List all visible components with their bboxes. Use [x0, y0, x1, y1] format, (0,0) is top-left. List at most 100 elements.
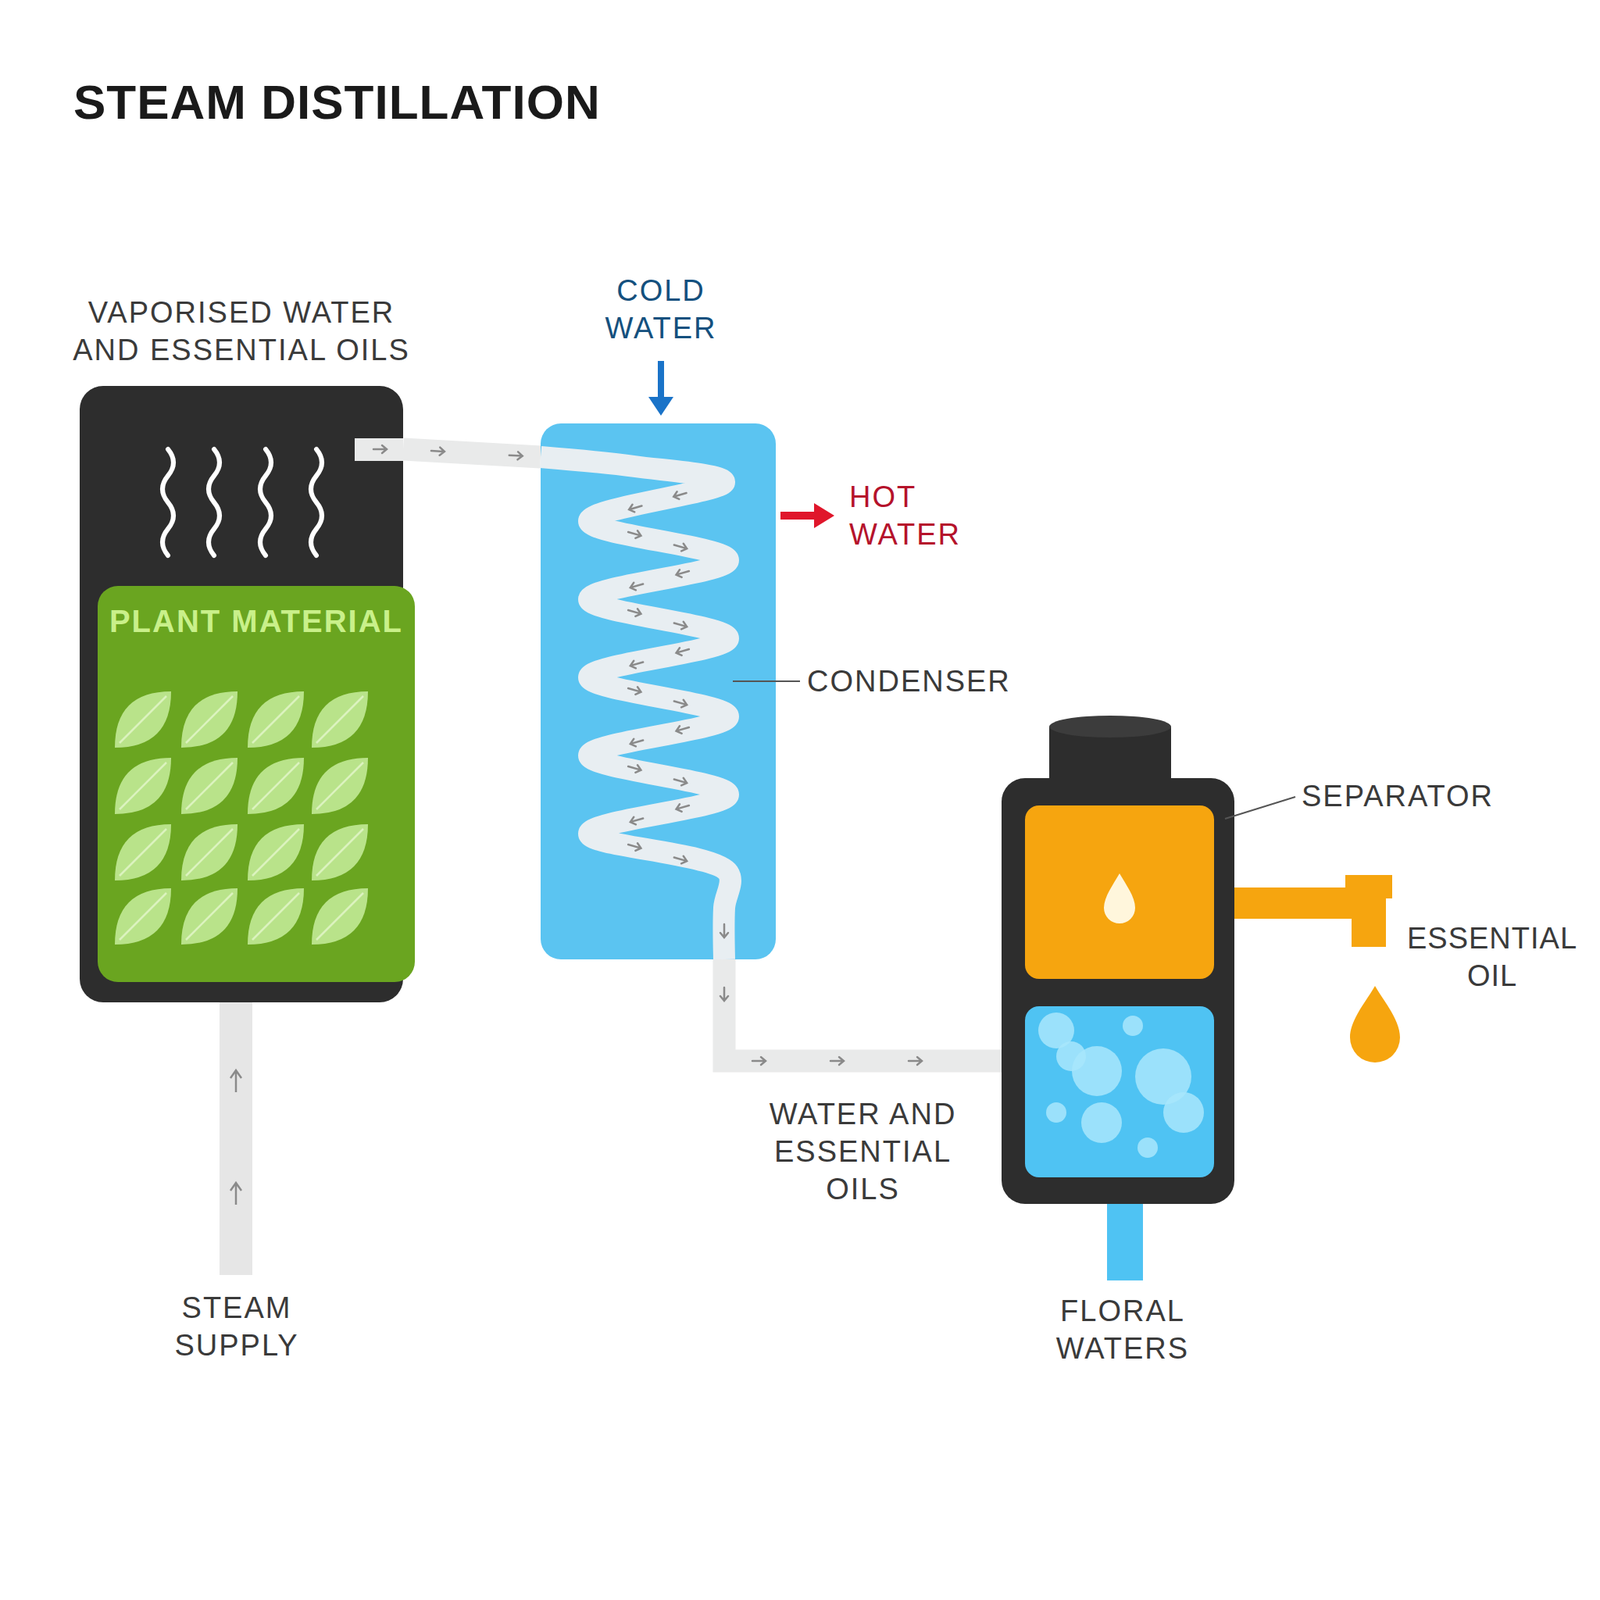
flow-arrow — [672, 619, 688, 631]
plant-material-box: PLANT MATERIAL — [97, 585, 415, 983]
separator: SEPARATOR — [1001, 778, 1235, 1204]
leaf-vein — [252, 762, 300, 810]
flow-arrow — [675, 567, 690, 579]
leaf — [247, 691, 304, 748]
leaf-blade — [181, 888, 238, 945]
pipe-connector — [403, 446, 541, 461]
hot-water-arrow — [780, 511, 818, 520]
oil-tap-spout — [1351, 896, 1386, 947]
leaf-blade — [247, 757, 304, 815]
flow-arrow — [627, 528, 643, 540]
leaf — [114, 757, 172, 815]
leaf-vein — [316, 892, 364, 940]
leaf-blade — [114, 824, 172, 881]
oil-layer — [1025, 805, 1215, 979]
flow-arrow — [627, 762, 643, 774]
leaf-vein — [185, 828, 233, 876]
leaf-vein — [316, 696, 364, 743]
leaf-vein — [185, 762, 233, 810]
separator-label: SEPARATOR — [1301, 777, 1494, 815]
leaf — [181, 757, 238, 815]
leaf-vein — [316, 762, 364, 810]
flow-arrow — [675, 801, 690, 813]
leaf-blade — [311, 824, 368, 881]
bubble — [1081, 1102, 1122, 1143]
flow-arrow — [508, 451, 523, 461]
leaf-vein — [119, 892, 167, 940]
leaf — [311, 691, 368, 748]
cold-water-arrowhead — [648, 396, 674, 416]
leaf-blade — [181, 757, 238, 815]
bubble — [1056, 1041, 1086, 1072]
leaf-blade — [311, 757, 368, 815]
node-illustration — [97, 585, 415, 983]
condenser: CONDENSER — [540, 423, 776, 960]
bubble — [1137, 1137, 1158, 1158]
flow-arrow — [752, 1057, 766, 1065]
steam-wave — [162, 449, 174, 556]
oil-tap-head — [1345, 875, 1393, 899]
separator-cap-top — [1049, 715, 1172, 738]
leaf-vein — [119, 762, 167, 810]
leaf-blade — [114, 888, 172, 945]
flow-arrow — [628, 502, 643, 514]
flow-arrow — [675, 723, 690, 735]
steam-wave — [260, 449, 272, 556]
flow-arrow — [431, 446, 446, 456]
pipe — [724, 959, 1002, 1061]
leaf — [181, 824, 238, 881]
essential-oil-label: ESSENTIAL OIL — [1394, 919, 1590, 995]
flow-arrow — [720, 924, 729, 938]
leaf — [247, 888, 304, 945]
leaf — [311, 757, 368, 815]
leaf — [247, 757, 304, 815]
leaf-vein — [252, 892, 300, 940]
leaf-blade — [114, 757, 172, 815]
flow-arrow — [230, 1182, 242, 1205]
floral-waters-label: FLORAL WATERS — [1032, 1292, 1213, 1368]
leaf-blade — [311, 888, 368, 945]
leaf-blade — [181, 824, 238, 881]
flow-arrow — [672, 775, 688, 787]
leaf-blade — [181, 691, 238, 748]
leaf-blade — [247, 824, 304, 881]
tank-heading: VAPORISED WATER AND ESSENTIAL OILS — [57, 293, 425, 369]
condenser-coil — [540, 457, 731, 960]
flow-arrow — [672, 489, 688, 500]
steam-wave — [208, 449, 220, 556]
flow-arrow — [627, 684, 643, 696]
bubble — [1163, 1092, 1204, 1133]
condenser-label: CONDENSER — [807, 662, 1011, 700]
leader-line — [732, 680, 800, 683]
steam-pipe — [219, 1002, 253, 1275]
leaf-vein — [252, 696, 300, 743]
leaf-vein — [119, 828, 167, 876]
leaf-vein — [185, 696, 233, 743]
leaf-blade — [247, 691, 304, 748]
hot-water-arrowhead — [814, 503, 835, 529]
node-illustration — [540, 423, 776, 960]
flow-arrow — [628, 736, 644, 748]
bubble — [1122, 1015, 1143, 1036]
water-layer — [1025, 1006, 1215, 1178]
oil-drop-icon — [1103, 873, 1136, 924]
hot-water-label: HOT WATER — [849, 478, 990, 554]
leaf-vein — [316, 828, 364, 876]
leaf-blade — [311, 691, 368, 748]
leaf — [114, 824, 172, 881]
flow-arrow — [675, 645, 690, 657]
plant-label: PLANT MATERIAL — [97, 585, 415, 640]
flow-arrow — [908, 1057, 922, 1065]
flow-arrow — [230, 1070, 242, 1093]
flow-arrow — [628, 658, 644, 670]
flow-arrow — [627, 606, 643, 618]
outlet-pipe — [354, 438, 404, 461]
leaf — [311, 888, 368, 945]
distillation-tank: PLANT MATERIALVAPORISED WATER AND ESSENT… — [79, 385, 404, 1003]
leader-line — [1225, 796, 1296, 819]
flow-arrow — [627, 840, 643, 852]
leaf-vein — [119, 696, 167, 743]
flow-arrow — [628, 580, 644, 592]
steam-supply-label: STEAM SUPPLY — [150, 1289, 323, 1365]
